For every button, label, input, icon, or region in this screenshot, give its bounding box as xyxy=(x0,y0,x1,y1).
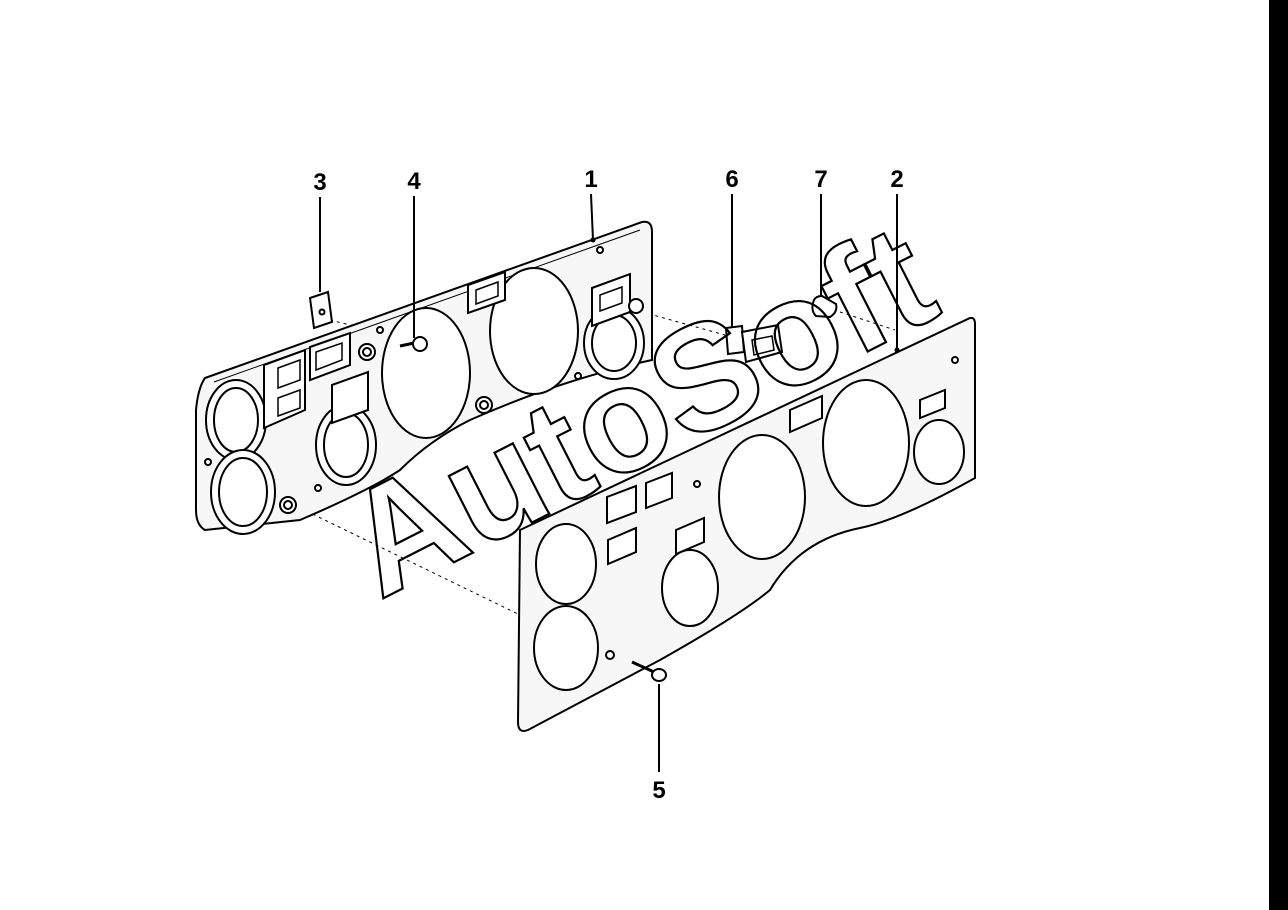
leader-arrowheads xyxy=(590,237,900,353)
callout-1: 1 xyxy=(584,166,597,193)
callout-6: 6 xyxy=(725,166,738,193)
instrument-panel-1 xyxy=(195,220,653,535)
leader-lines xyxy=(319,193,898,772)
cover-panel-2 xyxy=(516,316,976,732)
lamp-socket-part-6 xyxy=(724,323,784,364)
clip-part-3 xyxy=(308,290,334,330)
bulb-part-7 xyxy=(811,294,838,319)
callout-5: 5 xyxy=(652,777,665,804)
screw-part-4 xyxy=(399,336,428,352)
callout-3: 3 xyxy=(313,169,326,196)
callout-2: 2 xyxy=(890,166,903,193)
right-edge-bar xyxy=(1269,0,1288,910)
screw-part-5 xyxy=(631,660,667,682)
callout-7: 7 xyxy=(814,166,827,193)
callout-4: 4 xyxy=(407,168,421,195)
